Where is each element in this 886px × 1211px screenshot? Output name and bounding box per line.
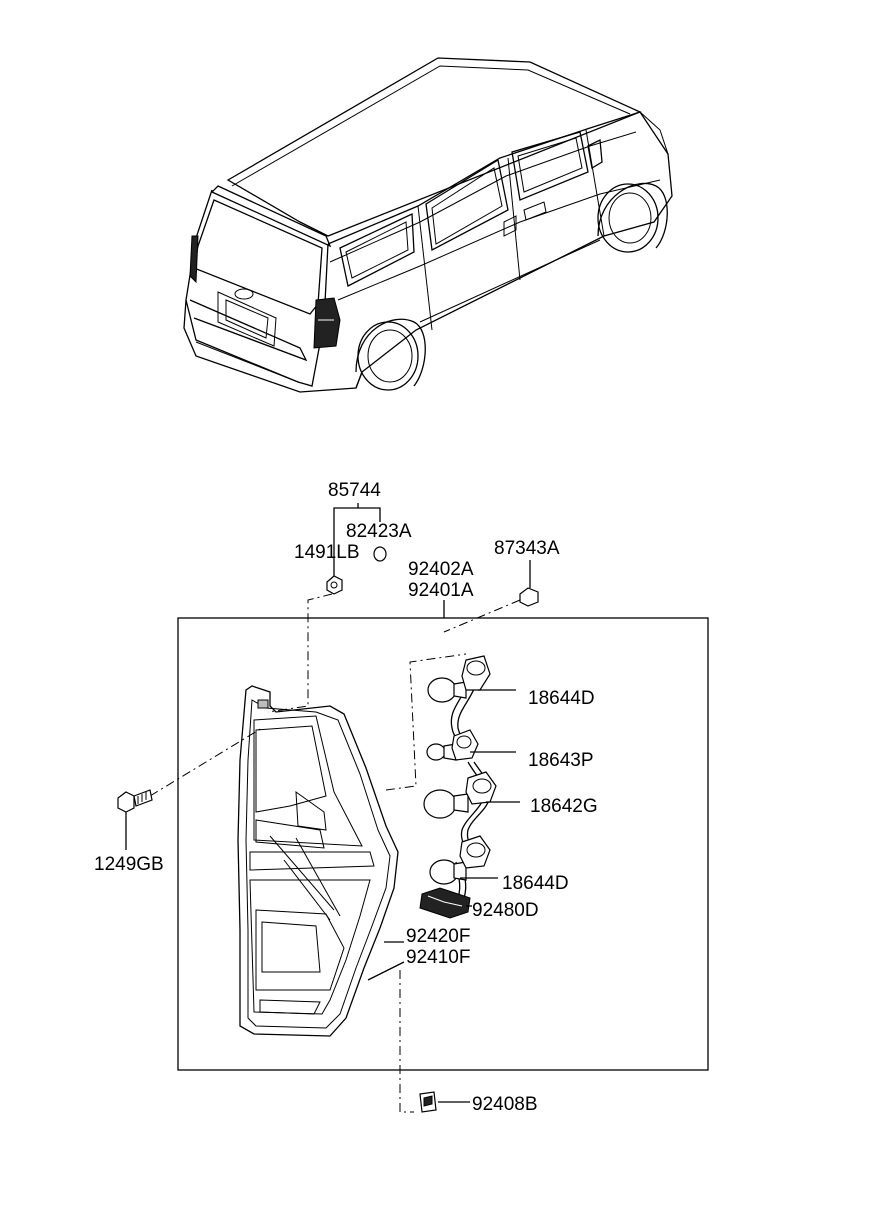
label-1249GB: 1249GB [94,854,164,875]
bracket-85744 [333,507,381,580]
bulb-18644D-bottom [429,835,491,885]
label-92420F: 92420F [406,926,470,947]
label-85744: 85744 [328,480,381,501]
label-92402A: 92402A [408,559,474,580]
tail-lamp-left [189,235,199,284]
assembly-box [177,617,709,1071]
label-92410F: 92410F [406,947,470,968]
label-92480D: 92480D [472,900,539,921]
rear-wheel [355,318,426,391]
label-18643P: 18643P [528,750,594,771]
bulb-18643P [426,729,479,761]
tail-lamp-assembly [237,685,399,1037]
label-18644D-top: 18644D [528,688,595,709]
clip-82423A [373,546,387,562]
bulb-18644D-top [427,655,491,703]
label-1491LB: 1491LB [294,542,360,563]
grommet-87343A [519,587,539,607]
label-18642G: 18642G [530,796,598,817]
bulb-18642G [423,771,497,819]
clip-92408B [419,1091,437,1113]
tail-lamp-right [313,297,341,349]
screw-1249GB [117,789,153,813]
label-92408B: 92408B [472,1094,538,1115]
label-87343A: 87343A [494,538,560,559]
label-18644D-bottom: 18644D [502,873,569,894]
label-82423A: 82423A [346,521,412,542]
van-illustration [183,57,673,393]
connector-92480D [419,887,471,919]
bolt-1491LB [326,575,343,595]
label-92401A: 92401A [408,580,474,601]
front-wheel [597,182,668,253]
